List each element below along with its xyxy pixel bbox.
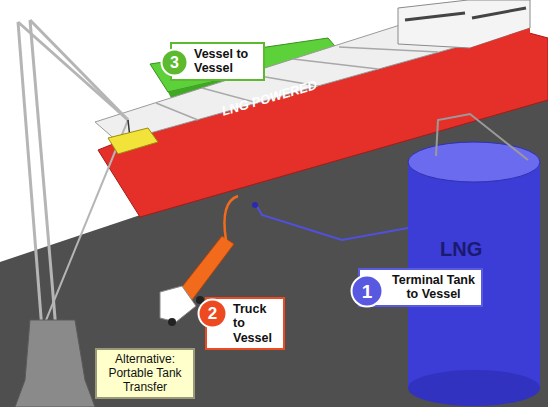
callout-text: Truck to Vessel xyxy=(233,302,279,345)
portable-tank-spreader xyxy=(108,128,158,154)
callout-number-text: 1 xyxy=(362,282,373,301)
callout-number: 2 xyxy=(197,298,228,329)
bridge-windows xyxy=(405,13,465,20)
tank-pipe xyxy=(436,114,528,160)
callout-number-text: 2 xyxy=(208,305,217,322)
hull-lettering: LNG POWERED xyxy=(220,77,319,118)
callout-number-text: 3 xyxy=(170,55,179,71)
transfer-line xyxy=(255,203,408,240)
manifold xyxy=(252,202,258,208)
callout-text: Terminal Tank to Vessel xyxy=(390,273,477,302)
callout-number: 3 xyxy=(160,48,189,77)
hatch-covers xyxy=(156,47,438,120)
bridge-windows xyxy=(472,8,526,18)
callout-number: 1 xyxy=(350,274,384,308)
truck-hose xyxy=(225,196,239,240)
callout-text: Alternative: Portable Tank Transfer xyxy=(101,353,189,394)
callout-text: Vessel to Vessel xyxy=(194,47,259,76)
crane-base xyxy=(15,320,95,407)
crane xyxy=(18,20,128,330)
truck-tank xyxy=(178,236,234,300)
terminal-tank-base xyxy=(408,370,540,406)
truck-cab xyxy=(160,286,196,322)
truck-wheel xyxy=(168,318,176,326)
callout-box: Alternative: Portable Tank Transfer xyxy=(95,348,195,399)
bridge-base xyxy=(470,28,530,70)
terminal-tank-top xyxy=(408,142,540,182)
tank-lettering: LNG xyxy=(440,238,482,261)
